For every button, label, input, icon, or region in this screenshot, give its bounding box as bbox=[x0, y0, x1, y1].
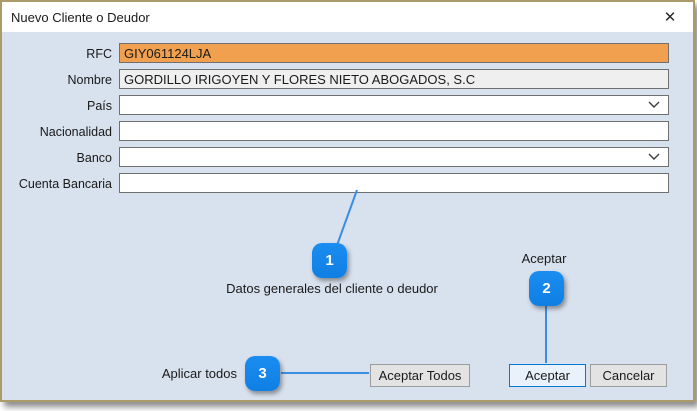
titlebar: Nuevo Cliente o Deudor bbox=[2, 2, 693, 32]
cuenta-bancaria-input[interactable] bbox=[119, 173, 669, 193]
callout-caption-1: Datos generales del cliente o deudor bbox=[226, 281, 438, 296]
aceptar-button[interactable]: Aceptar bbox=[509, 364, 586, 387]
nacionalidad-label: Nacionalidad bbox=[39, 125, 112, 139]
callout-badge-1: 1 bbox=[312, 243, 347, 278]
nombre-input[interactable] bbox=[119, 69, 669, 89]
rfc-input[interactable] bbox=[119, 43, 669, 63]
pais-label: País bbox=[86, 99, 112, 113]
cancelar-button[interactable]: Cancelar bbox=[590, 364, 667, 387]
chevron-down-icon bbox=[648, 101, 660, 109]
callout-badge-3: 3 bbox=[245, 356, 280, 391]
nombre-label: Nombre bbox=[67, 73, 112, 87]
dialog-title: Nuevo Cliente o Deudor bbox=[11, 9, 150, 25]
dialog-nuevo-cliente: Nuevo Cliente o Deudor ✕ RFC Nombre País… bbox=[0, 0, 695, 402]
callout-caption-3: Aplicar todos bbox=[161, 366, 237, 381]
callout-badge-2: 2 bbox=[529, 271, 564, 306]
pais-dropdown[interactable] bbox=[119, 95, 669, 115]
cuenta-bancaria-label: Cuenta Bancaria bbox=[18, 177, 112, 191]
aceptar-todos-button[interactable]: Aceptar Todos bbox=[370, 364, 470, 387]
banco-dropdown[interactable] bbox=[119, 147, 669, 167]
close-icon[interactable]: ✕ bbox=[647, 2, 693, 32]
chevron-down-icon bbox=[648, 153, 660, 161]
rfc-label: RFC bbox=[86, 47, 112, 61]
nacionalidad-input[interactable] bbox=[119, 121, 669, 141]
banco-label: Banco bbox=[76, 151, 112, 165]
callout-caption-2: Aceptar bbox=[521, 251, 567, 266]
